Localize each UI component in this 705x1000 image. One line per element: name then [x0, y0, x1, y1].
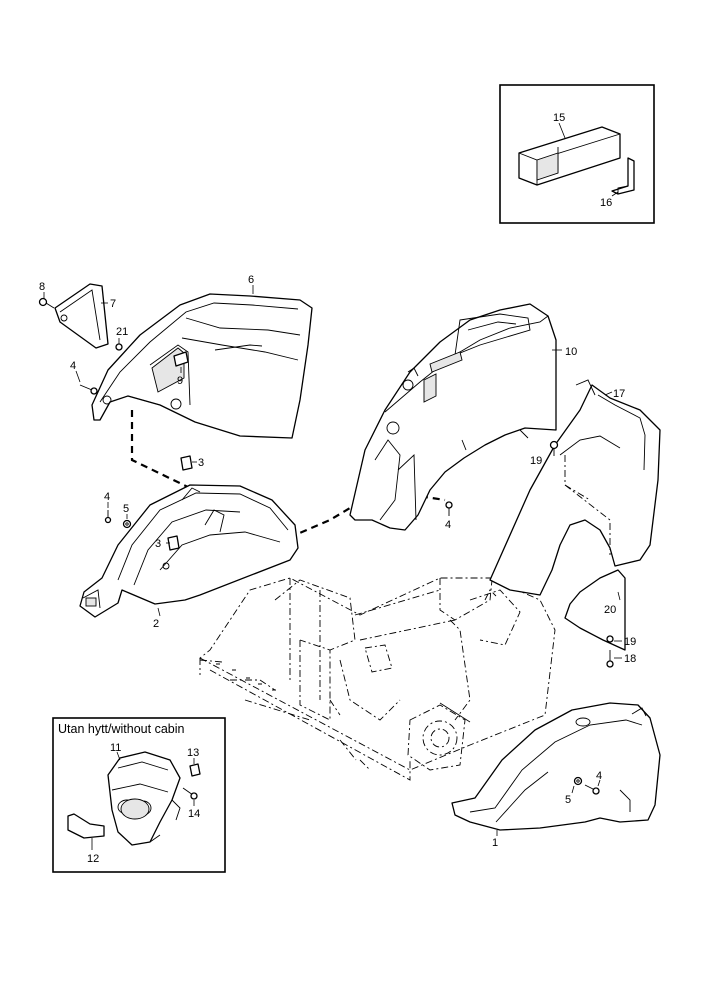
part-18-bolt	[606, 650, 614, 668]
callout-18: 18	[624, 653, 636, 665]
callout-11: 11	[110, 742, 121, 754]
part-4-bolt-a	[79, 384, 98, 395]
callout-1: 1	[492, 837, 498, 849]
part-20-mudflap	[564, 569, 626, 651]
part-14-screw	[182, 787, 198, 800]
callout-15: 15	[553, 112, 565, 124]
part-17-right-fender	[489, 379, 661, 596]
part-4-bolt-b	[104, 510, 112, 524]
callout-4-b: 4	[104, 491, 110, 503]
part-2-inner-fender	[79, 484, 299, 618]
alignment-line-left	[130, 410, 191, 489]
part-13-clip	[189, 763, 201, 777]
part-1-fender	[451, 702, 661, 831]
callout-8: 8	[39, 281, 45, 293]
part-4-bolt-c	[445, 501, 453, 516]
part-8-bolt	[38, 297, 55, 309]
part-19-nut-a	[549, 440, 559, 456]
inset-title: Utan hytt/without cabin	[58, 722, 185, 736]
callout-19-a: 19	[530, 455, 542, 467]
callout-14: 14	[188, 808, 200, 820]
part-9-clip	[173, 351, 189, 367]
callout-9: 9	[177, 375, 183, 387]
callout-20: 20	[604, 604, 616, 616]
part-21-nut	[115, 343, 123, 351]
chassis-frame	[199, 577, 556, 781]
callout-3-b: 3	[155, 538, 161, 550]
part-7-side-panel	[54, 283, 109, 349]
callout-6: 6	[248, 274, 254, 286]
part-3-clip-a	[180, 455, 193, 471]
part-12-lens-cover	[67, 813, 105, 839]
callout-4-c: 4	[445, 519, 451, 531]
part-6-left-fender	[91, 293, 313, 439]
part-16-bracket	[611, 157, 635, 195]
part-15-box	[518, 126, 621, 186]
callout-5-b: 5	[565, 794, 571, 806]
part-10-console-fender	[349, 303, 557, 531]
part-4-bolt-d	[584, 784, 600, 795]
inset-box-accessories	[499, 84, 655, 224]
callout-7: 7	[110, 298, 116, 310]
callout-4-a: 4	[70, 360, 76, 372]
callout-4-d: 4	[596, 770, 602, 782]
part-19-nut-b	[606, 635, 614, 643]
part-5-washer-b	[573, 776, 583, 786]
callout-17: 17	[613, 388, 625, 400]
callout-10: 10	[565, 346, 577, 358]
callout-2: 2	[153, 618, 159, 630]
part-11-lamp-housing	[107, 751, 181, 846]
part-3-clip-b	[167, 535, 180, 551]
inset-box-without-cabin	[52, 717, 226, 873]
callout-12: 12	[87, 853, 99, 865]
callout-19-b: 19	[624, 636, 636, 648]
callout-3-a: 3	[198, 457, 204, 469]
callout-5-a: 5	[123, 503, 129, 515]
callout-16: 16	[600, 197, 612, 209]
callout-21: 21	[116, 326, 128, 338]
callout-13: 13	[187, 747, 199, 759]
part-5-washer-a	[122, 519, 132, 529]
